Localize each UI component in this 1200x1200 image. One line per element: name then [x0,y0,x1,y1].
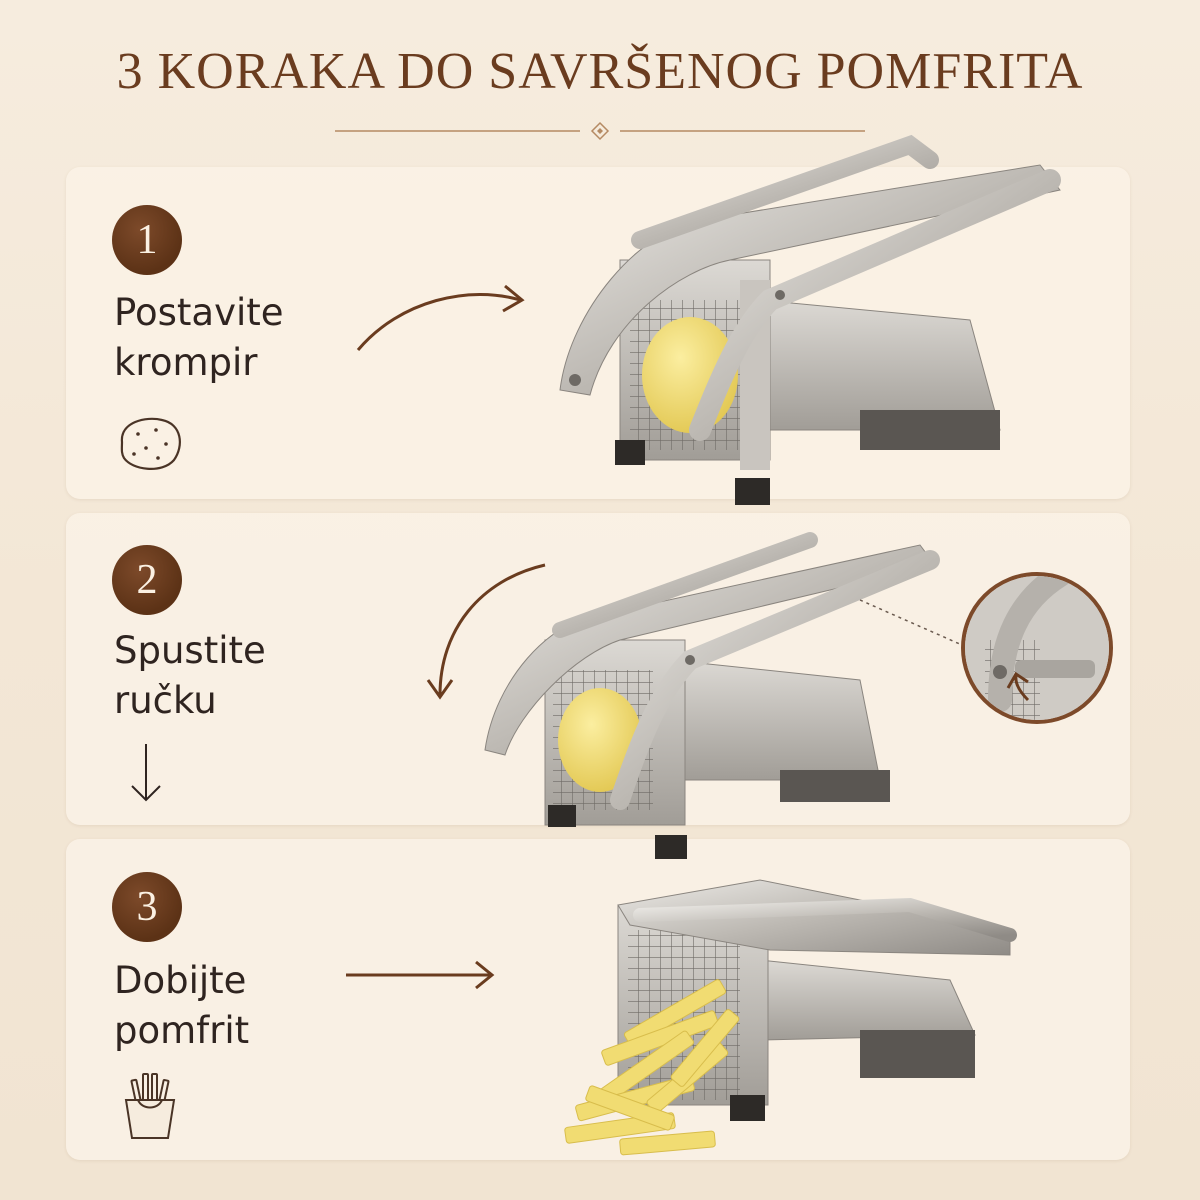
fries-icon [124,1073,176,1139]
step-2-label-line1: Spustite [114,629,266,672]
fries [564,979,740,1156]
step-2-arrow [426,563,546,700]
step-3-label-line1: Dobijte [114,959,247,1002]
slicer-step-1 [559,134,1061,505]
page-title: 3 KORAKA DO SAVRŠENOG POMFRITA [116,43,1084,100]
step-3-number: 3 [112,872,182,942]
step-3-arrow [346,960,495,990]
step-1-label-line1: Postavite [114,291,284,334]
step-2-label-line2: ručku [114,679,217,722]
slicer-step-2 [484,532,940,859]
down-arrow-icon [131,744,161,802]
step-3-label-line2: pomfrit [114,1009,250,1052]
title-divider [335,121,865,141]
step-3-label: Dobijte pomfrit [114,956,344,1056]
potato-icon [120,417,181,470]
step-1-number: 1 [112,205,182,275]
step-1-label: Postavite krompir [114,288,344,388]
step-1-label-line2: krompir [114,341,258,384]
step-2-number: 2 [112,545,182,615]
step-1-arrow [356,284,525,351]
zoom-callout [859,572,1113,724]
step-2-label: Spustite ručku [114,626,344,726]
